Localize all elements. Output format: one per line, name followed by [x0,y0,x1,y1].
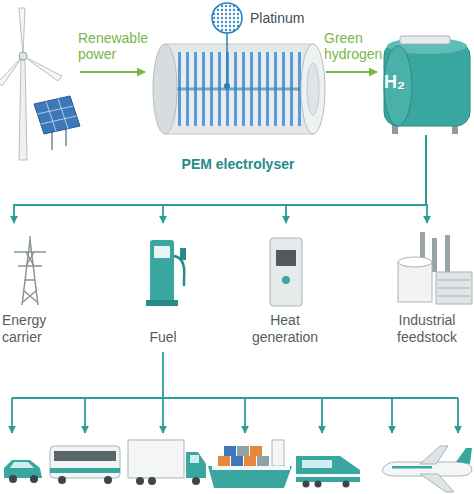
train [296,456,360,488]
node-label: Energy carrier [2,312,66,346]
platinum-callout [212,3,242,89]
node-label: PEM electrolyser [150,156,326,173]
node-label: Industrial feedstock [384,312,470,346]
vehicle-connectors [12,352,458,433]
flow-arrow [163,135,426,223]
bus [50,446,120,484]
flow-label: Renewable power [78,30,150,62]
pem-electrolyser [153,44,325,134]
use-node: Heat generation [238,226,332,346]
truck [128,440,206,485]
use-node: Energy carrier [2,226,66,346]
fuel-pump [146,240,186,306]
flow-arrow [14,135,426,223]
node-label: Heat generation [238,312,332,346]
use-node: Industrial feedstock [384,226,470,346]
callout-label: Platinum [250,10,330,26]
flow-arrow [326,71,377,73]
solar-panel [34,96,80,150]
power-pylon [14,236,46,305]
node-label: H₂ [384,74,405,91]
tank-node: H₂ [380,30,472,135]
flow-arrow [286,135,426,223]
industrial-plant [398,232,472,304]
flow-arrow [426,135,427,223]
electrolyser-node: PEM electrolyser [150,38,326,173]
node-label: Fuel [130,329,196,346]
plane [382,446,472,492]
heat-unit [270,238,302,306]
power-arrow [80,71,145,73]
hydrogen-tank [384,36,470,134]
wind-turbine [0,8,62,160]
car [4,460,42,483]
ship [208,440,292,488]
edge-label: Green hydrogen [324,30,384,62]
use-node: Fuel [130,226,196,346]
